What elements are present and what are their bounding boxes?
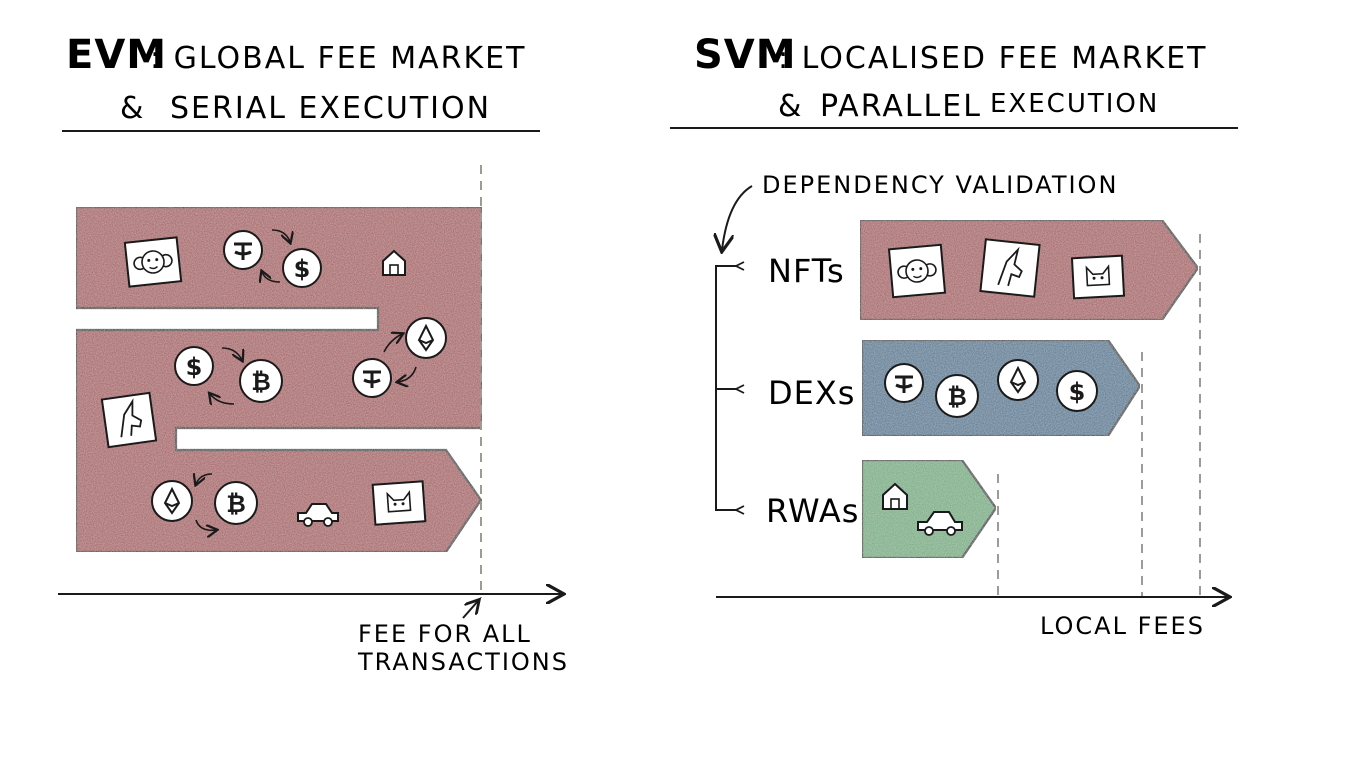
- evm-panel: EVM : GLOBAL FEE MARKET & SERIAL EXECUTI…: [58, 32, 569, 676]
- svg-text:$: $: [1069, 378, 1086, 406]
- house-icon: [382, 249, 406, 276]
- ether-coin-icon: [151, 480, 193, 522]
- svg-text:₿: ₿: [947, 383, 967, 411]
- swap-arrow: [271, 229, 290, 242]
- bitcoin-coin-icon: ₿: [214, 481, 258, 525]
- swap-arrow: [195, 519, 216, 530]
- evm-title-prefix: EVM: [66, 32, 167, 78]
- monkey-nft-icon: [887, 243, 947, 299]
- tether-coin-icon: [352, 358, 392, 398]
- validation-arrow: [722, 185, 753, 250]
- lane-label-dexs: DEXs: [768, 374, 855, 412]
- car-icon: [297, 503, 339, 527]
- svm-subtitle-amp: &: [778, 89, 803, 124]
- unicorn-nft-icon: [100, 391, 158, 449]
- evm-subtitle: SERIAL EXECUTION: [170, 91, 491, 126]
- svm-panel: SVM : LOCALISED FEE MARKET & PARALLEL EX…: [670, 32, 1238, 640]
- tether-coin-icon: [884, 363, 924, 403]
- cat-nft-icon: [371, 480, 427, 526]
- dollar-coin-icon: $: [1056, 370, 1098, 412]
- svm-subtitle-parallel: PARALLEL: [820, 89, 982, 124]
- evm-axis-caption-line2: TRANSACTIONS: [357, 648, 569, 676]
- bracket-tick: [733, 505, 745, 515]
- ether-coin-icon: [405, 317, 447, 359]
- swap-arrow: [210, 394, 235, 404]
- car-icon: [917, 511, 963, 536]
- bracket-tick: [733, 384, 745, 394]
- svg-text:₿: ₿: [251, 368, 271, 396]
- cat-nft-icon: [1070, 254, 1126, 300]
- house-icon: [882, 482, 908, 510]
- lane-label-rwas: RWAs: [766, 492, 859, 530]
- swap-arrow: [221, 347, 242, 360]
- svg-text:$: $: [186, 353, 203, 381]
- bracket-tick: [733, 261, 745, 271]
- dollar-coin-icon: $: [282, 248, 322, 288]
- bitcoin-coin-icon: ₿: [935, 374, 979, 418]
- dependency-validation-label: DEPENDENCY VALIDATION: [762, 171, 1118, 199]
- svm-title: : LOCALISED FEE MARKET: [778, 41, 1207, 76]
- swap-arrow: [383, 334, 402, 353]
- svg-text:$: $: [294, 255, 311, 283]
- tether-coin-icon: [223, 230, 263, 270]
- svm-title-prefix: SVM: [694, 32, 797, 78]
- svg-text:₿: ₿: [226, 490, 246, 518]
- evm-axis-caption-line1: FEE FOR ALL: [358, 620, 532, 648]
- evm-caption-arrow: [462, 601, 478, 619]
- swap-arrow: [262, 272, 281, 282]
- dollar-coin-icon: $: [174, 346, 214, 386]
- evm-title: : GLOBAL FEE MARKET: [150, 41, 526, 76]
- lane-label-nfts: NFTs: [768, 252, 845, 290]
- monkey-nft-icon: [123, 236, 183, 288]
- swap-arrow: [398, 366, 417, 382]
- svm-axis-caption: LOCAL FEES: [1040, 612, 1205, 640]
- ether-coin-icon: [997, 359, 1039, 401]
- evm-subtitle-amp: &: [120, 91, 145, 126]
- swap-arrow: [196, 474, 213, 484]
- unicorn-nft-icon: [979, 238, 1041, 298]
- svm-subtitle: EXECUTION: [990, 89, 1159, 119]
- bitcoin-coin-icon: ₿: [239, 359, 283, 403]
